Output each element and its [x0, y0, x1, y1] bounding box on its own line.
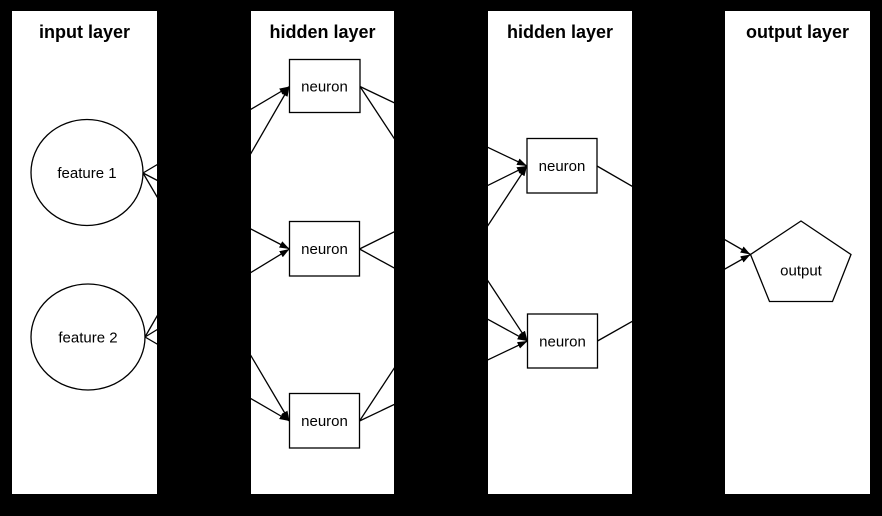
panel-hidden-layer-2: hidden layer neuron neuron — [488, 11, 632, 494]
node-neuron-5: neuron — [526, 313, 599, 369]
edge-feature-1-to-neuron-3 — [142, 172, 291, 422]
hidden-layer-2-title: hidden layer — [507, 22, 613, 42]
node-neuron-4: neuron — [526, 137, 598, 194]
edge-neuron-3-to-neuron-5 — [359, 340, 528, 422]
node-output: output — [749, 220, 852, 303]
edge-feature-2-to-neuron-3 — [144, 336, 290, 422]
edge-neuron-4-to-output — [596, 165, 751, 256]
neuron-2-box — [288, 220, 361, 277]
neuron-2-label: neuron — [301, 241, 348, 258]
neuron-1-box — [288, 58, 361, 114]
edge-neuron-2-to-neuron-5 — [359, 248, 528, 342]
output-layer-title: output layer — [746, 22, 849, 42]
panel-input-layer: input layer feature 1 feature 2 — [12, 11, 157, 494]
hidden-layer-2-background — [488, 11, 632, 494]
output-label: output — [780, 263, 823, 280]
edge-neuron-3-to-neuron-4 — [358, 165, 528, 422]
input-layer-title: input layer — [39, 22, 130, 42]
node-feature-1: feature 1 — [30, 118, 144, 227]
neuron-5-label: neuron — [539, 334, 586, 351]
panel-hidden-layer-1: hidden layer neuron neuron neuron — [251, 11, 394, 494]
edge-neuron-5-to-output — [597, 253, 751, 342]
feature-2-label: feature 2 — [58, 330, 117, 347]
panel-output-layer: output layer output — [725, 11, 870, 494]
input-layer-background — [12, 11, 157, 494]
node-feature-2: feature 2 — [30, 283, 146, 391]
edge-neuron-2-to-neuron-4 — [359, 165, 528, 250]
edge-feature-2-to-neuron-2 — [144, 248, 290, 338]
node-neuron-2: neuron — [288, 220, 361, 277]
neuron-4-label: neuron — [539, 158, 586, 175]
hidden-layer-1-title: hidden layer — [269, 22, 375, 42]
node-neuron-3: neuron — [288, 392, 361, 449]
edge-neuron-1-to-neuron-4 — [359, 85, 528, 167]
neuron-4-box — [526, 137, 598, 194]
neuron-5-box — [526, 313, 599, 369]
output-pentagon — [749, 220, 852, 303]
neuron-3-label: neuron — [301, 413, 348, 430]
feature-1-label: feature 1 — [57, 165, 116, 182]
edges-layer — [142, 85, 751, 422]
edge-feature-1-to-neuron-1 — [142, 85, 290, 174]
edge-feature-1-to-neuron-2 — [142, 172, 290, 250]
neuron-3-box — [288, 392, 361, 449]
edge-neuron-1-to-neuron-5 — [359, 86, 529, 342]
neuron-1-label: neuron — [301, 79, 348, 96]
edge-feature-2-to-neuron-1 — [144, 86, 291, 338]
node-neuron-1: neuron — [288, 58, 361, 114]
